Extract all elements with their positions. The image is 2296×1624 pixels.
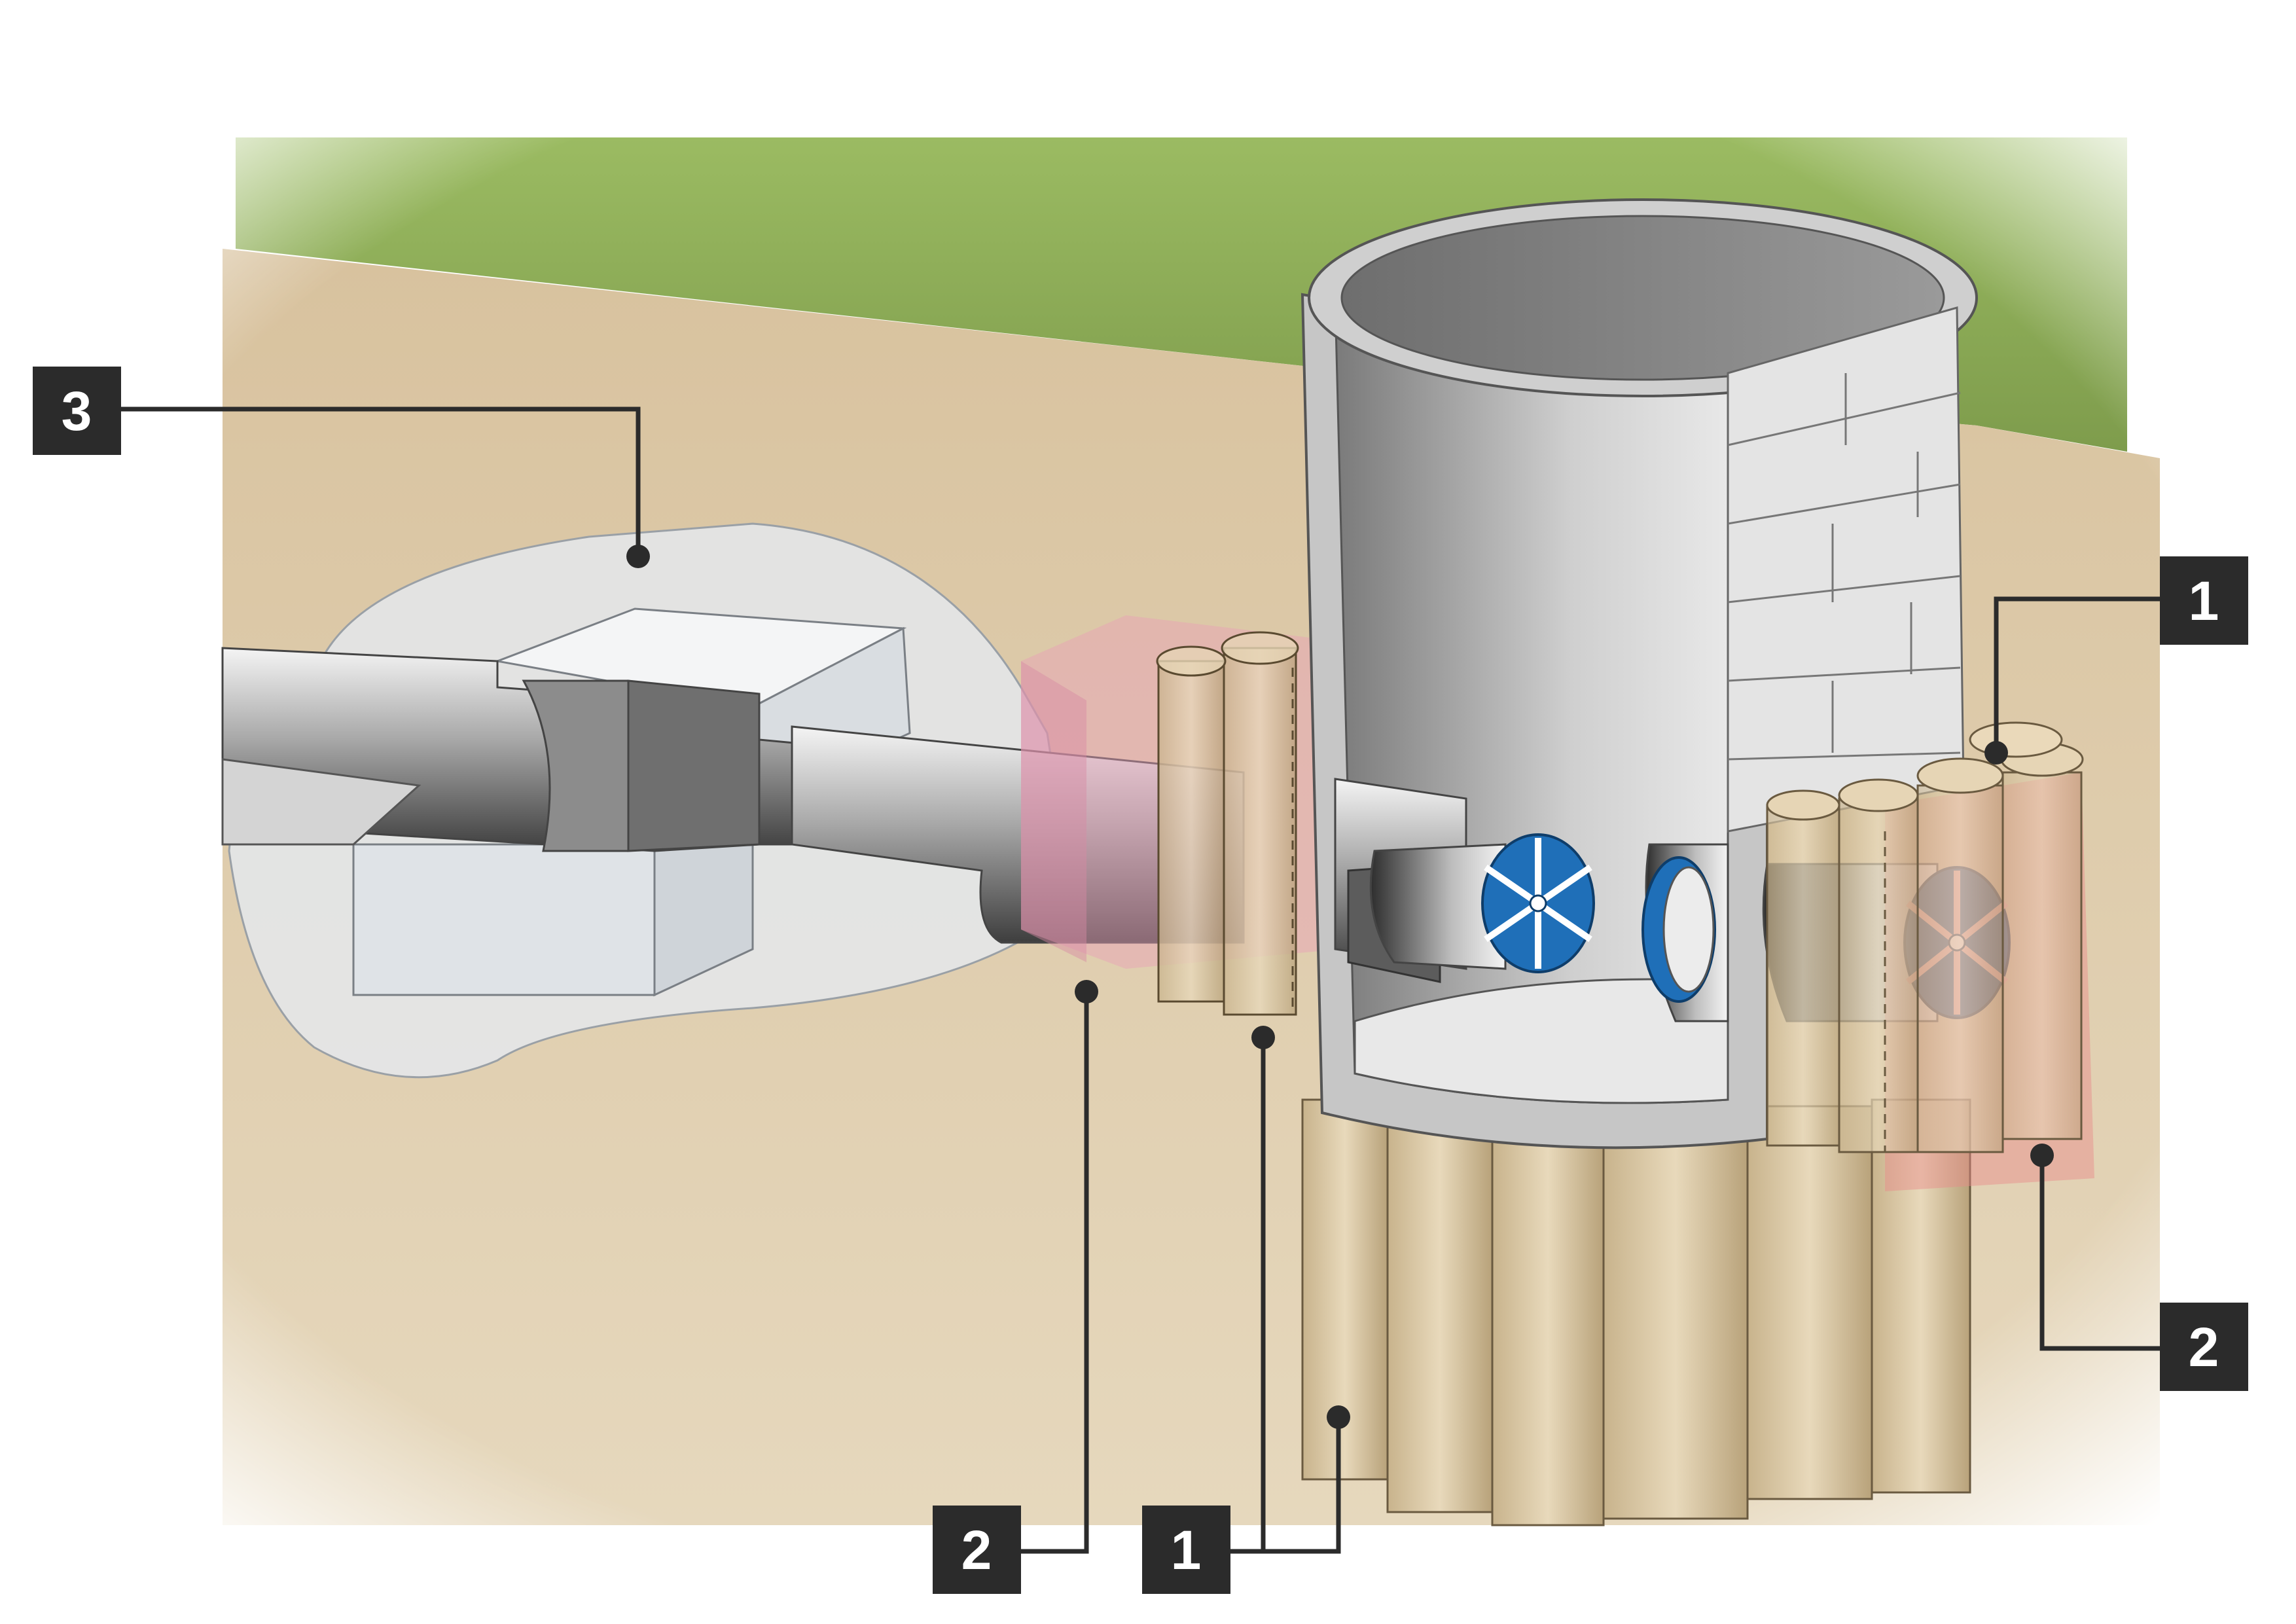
callout-3: 3 <box>33 367 121 455</box>
callout-2-bottom-label: 2 <box>961 1519 992 1581</box>
callout-3-label: 3 <box>62 380 92 442</box>
left-pile-cluster <box>1156 631 1299 1016</box>
brick-lining <box>1727 306 1965 833</box>
leader-lines <box>118 406 2160 1554</box>
callout-2-right: 2 <box>2160 1303 2248 1391</box>
leader-2-right <box>2039 1159 2160 1351</box>
existing-pipes <box>221 647 1245 944</box>
pipe-joint-inner <box>522 679 630 852</box>
callout-1-right: 1 <box>2160 556 2248 645</box>
callout-1-right-label: 1 <box>2189 570 2219 632</box>
bottom-pile-row <box>1301 1098 1971 1526</box>
leader-1-bottom <box>1230 1420 1341 1554</box>
new-pipe-segment <box>791 725 1245 944</box>
leader-1-right <box>1994 596 2160 749</box>
leader-3 <box>118 406 641 553</box>
callout-1-bottom-label: 1 <box>1171 1519 1202 1581</box>
callout-2-right-label: 2 <box>2189 1316 2219 1378</box>
cutter-head-left <box>1481 833 1595 973</box>
lower-existing-pipe <box>221 758 422 846</box>
cutter-ring-middle <box>1641 856 1716 1003</box>
right-pile-cluster <box>1766 721 2094 1191</box>
shaft-floor <box>1354 978 1729 1104</box>
leader-dots <box>626 545 2054 1429</box>
callout-1-bottom: 1 <box>1142 1506 1230 1594</box>
leader-2-bottom <box>1021 995 1089 1554</box>
callout-2-bottom: 2 <box>933 1506 1021 1594</box>
